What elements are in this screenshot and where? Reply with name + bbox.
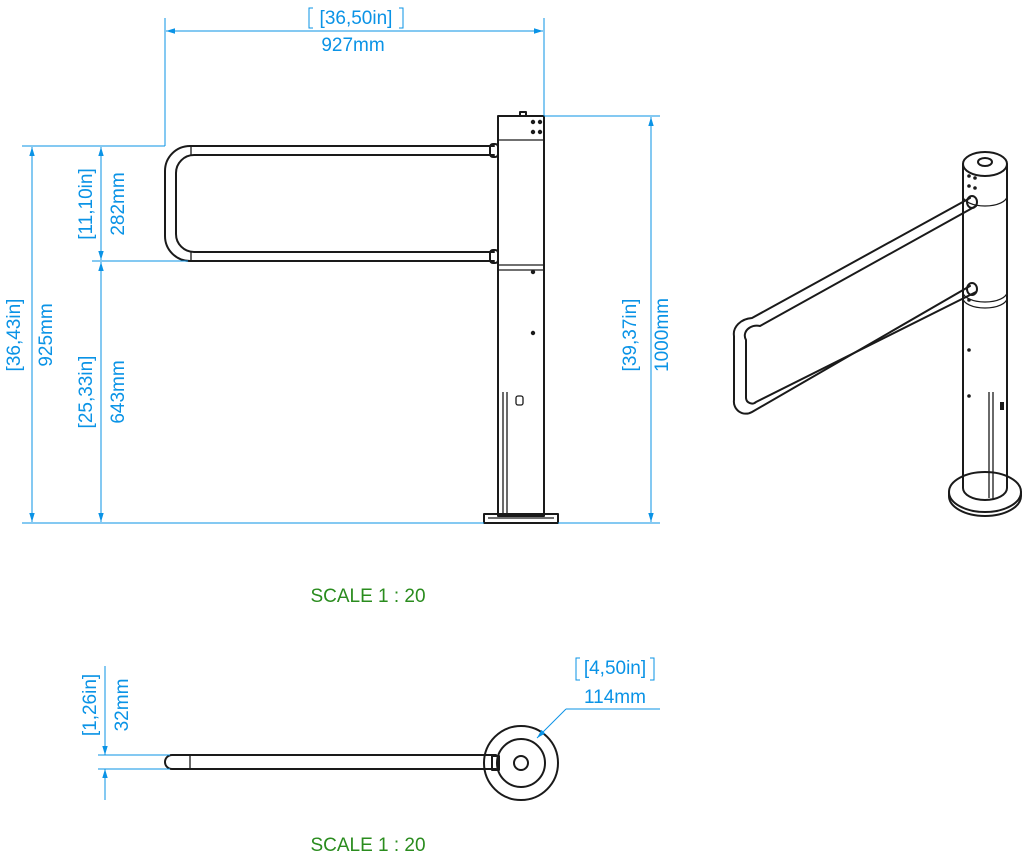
top-view-scale-label: SCALE 1 : 20 bbox=[310, 835, 425, 852]
total-height-dimension: [36,43in] 925mm bbox=[4, 145, 484, 524]
width-metric-label: 927mm bbox=[321, 35, 384, 56]
arm-span-dimension: [11,10in] 282mm bbox=[76, 147, 188, 262]
tube-diameter-imperial-label: [1,26in] bbox=[80, 674, 101, 736]
post-height-dimension: [39,37in] 1000mm bbox=[544, 115, 673, 524]
tube-diameter-dimension: [1,26in] 32mm bbox=[80, 666, 170, 800]
width-imperial-label: [36,50in] bbox=[320, 8, 393, 29]
post bbox=[497, 111, 545, 517]
base-plate bbox=[483, 513, 559, 524]
post-diameter-imperial-label: [4,50in] bbox=[584, 658, 646, 679]
lower-height-metric-label: 643mm bbox=[108, 360, 129, 423]
post-diameter-dimension: [4,50in] 114mm bbox=[536, 657, 660, 739]
width-dimension: [36,50in] 927mm bbox=[164, 7, 545, 146]
isometric-view bbox=[732, 151, 1022, 517]
arm-span-imperial-label: [11,10in] bbox=[76, 168, 97, 239]
tube-diameter-metric-label: 32mm bbox=[112, 679, 133, 732]
lower-height-imperial-label: [25,33in] bbox=[76, 356, 97, 429]
arm-span-metric-label: 282mm bbox=[108, 172, 129, 235]
top-view: [1,26in] 32mm [4,50in] 114mm SCALE 1 : 2… bbox=[80, 657, 660, 852]
swing-arm bbox=[164, 143, 499, 264]
post-diameter-metric-label: 114mm bbox=[584, 687, 646, 708]
total-height-imperial-label: [36,43in] bbox=[4, 299, 25, 372]
front-view: [36,50in] 927mm [36,43in] 925mm [11,10in… bbox=[4, 7, 673, 607]
front-view-scale-label: SCALE 1 : 20 bbox=[310, 586, 425, 607]
post-height-imperial-label: [39,37in] bbox=[620, 299, 641, 372]
post-height-metric-label: 1000mm bbox=[652, 298, 673, 372]
lower-height-dimension: [25,33in] 643mm bbox=[76, 262, 129, 522]
total-height-metric-label: 925mm bbox=[36, 303, 57, 366]
